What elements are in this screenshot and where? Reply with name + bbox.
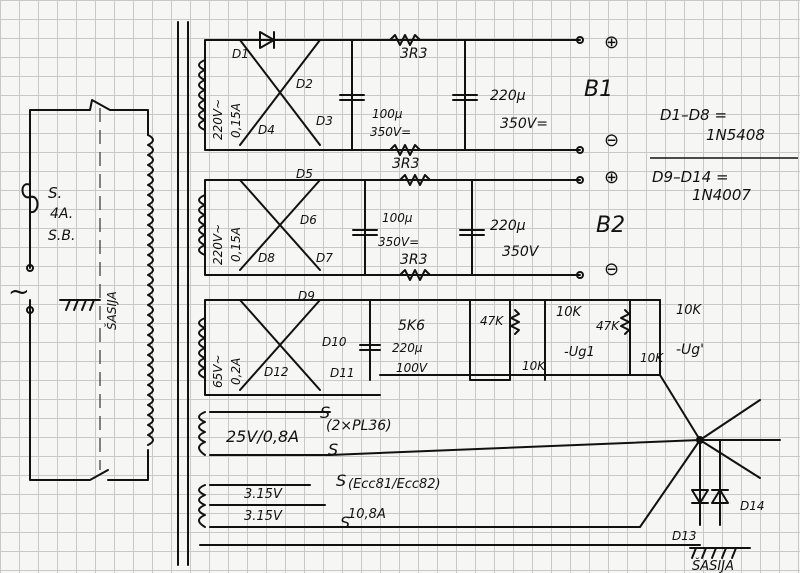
diode-d9-label: D9 <box>298 289 315 303</box>
cap-c1-value: 100µ <box>372 107 403 121</box>
heater-h2-note: (Ecc81/Ecc82) <box>348 477 441 492</box>
b2-plus-terminal: ⊕ <box>604 167 619 188</box>
diode-d8-label: D8 <box>258 251 275 265</box>
supply-b1-label: B1 <box>584 77 613 102</box>
chassis-ground-left <box>59 299 101 311</box>
diode-d13-label: D13 <box>672 529 697 543</box>
cap-c4-voltage: 350V <box>502 244 540 260</box>
diode-d10-label: D10 <box>322 335 347 349</box>
chassis-label-left: ŠASIJA <box>104 291 119 330</box>
cap-c5-voltage: 100V <box>396 361 428 375</box>
diode-d4-label: D4 <box>258 123 275 137</box>
winding-1-current: 0,15A <box>229 103 243 138</box>
heater-h2-rating: 3.15V <box>244 487 283 502</box>
heater-h1-rating: 25V/0,8A <box>226 427 299 446</box>
b1-minus-terminal: ⊖ <box>604 130 619 151</box>
b2-minus-terminal: ⊖ <box>604 259 619 280</box>
chassis-ground-bottom <box>689 547 751 559</box>
fuse-rating: 4A. <box>50 206 73 222</box>
mains-circuit: S. 4A. S.B. ~ ŠASIJA <box>8 99 154 481</box>
cap-c1-voltage: 350V= <box>370 125 411 139</box>
heater-h3-note: 10,8A <box>348 507 386 522</box>
fuse-symbol <box>21 183 39 214</box>
supply-b1: D1 D2 D3 D4 220V~ 0,15A 3R3 100µ 350V= 2… <box>198 31 619 156</box>
note-1-range: D1–D8 = <box>660 106 727 124</box>
heater-h3-rating: 3.15V <box>244 509 283 524</box>
winding-3-current: 0,2A <box>229 358 243 385</box>
resistor-r7-value: 10K <box>676 303 703 318</box>
heater-h1-note: (2×PL36) <box>326 418 392 434</box>
part-notes: D1–D8 = 1N5408 D9–D14 = 1N4007 <box>650 106 798 204</box>
cap-c3-value: 100µ <box>382 211 413 225</box>
diode-d14-label: D14 <box>740 499 765 513</box>
resistor-r4-value: 5K6 <box>398 318 425 334</box>
diode-d5-label: D5 <box>296 167 313 181</box>
note-2-range: D9–D14 = <box>652 168 729 186</box>
cap-c4-value: 220µ <box>490 218 526 234</box>
winding-1-voltage: 220V~ <box>211 99 225 140</box>
resistor-r2-value: 3R3 <box>392 156 420 172</box>
cap-c5-value: 220µ <box>392 341 423 355</box>
supply-b2-label: B2 <box>596 213 625 238</box>
diode-d14-symbol <box>711 489 729 504</box>
diode-d7-label: D7 <box>316 251 333 265</box>
fuse-f4-symbol: S <box>340 513 350 532</box>
winding-3-voltage: 65V~ <box>211 354 225 388</box>
diode-d3-label: D3 <box>316 114 333 128</box>
heater-windings: 25V/0,8A (2×PL36) 3.15V (Ecc81/Ecc82) 3.… <box>198 399 781 573</box>
resistor-r5-value: 10K <box>556 305 583 320</box>
ac-symbol: ~ <box>8 277 30 307</box>
fuse-type: S.B. <box>48 228 75 244</box>
diode-d13-symbol <box>691 489 709 504</box>
cap-c3-voltage: 350V= <box>378 235 419 249</box>
cap-c2-value: 220µ <box>490 88 526 104</box>
pot-2-value: 47K <box>596 319 620 333</box>
diode-d11-label: D11 <box>330 366 355 380</box>
diode-d2-label: D2 <box>296 77 313 91</box>
resistor-r8-value: 10K <box>640 351 664 365</box>
diode-d1-label: D1 <box>232 47 249 61</box>
winding-2-current: 0,15A <box>229 227 243 262</box>
diode-d1-symbol <box>259 31 275 49</box>
pot-1-value: 47K <box>480 314 504 328</box>
b1-plus-terminal: ⊕ <box>604 32 619 53</box>
bias-ug2-label: -Ug' <box>676 342 704 358</box>
note-2-part: 1N4007 <box>692 186 751 204</box>
bias-ug1-label: -Ug1 <box>564 345 595 360</box>
fuse-symbol-label: S. <box>48 184 62 202</box>
note-1-part: 1N5408 <box>706 126 765 144</box>
supply-b2: D5 D6 D7 D8 220V~ 0,15A 3R3 100µ 350V= 2… <box>198 156 625 281</box>
chassis-label-bottom: ŠASIJA <box>692 558 734 573</box>
resistor-r6-value: 10K <box>522 359 546 373</box>
resistor-r3-value: 3R3 <box>400 252 428 268</box>
primary-winding <box>147 134 154 446</box>
cap-c2-voltage: 350V= <box>500 116 548 132</box>
fuse-f2-symbol: S <box>328 440 338 459</box>
resistor-r1-value: 3R3 <box>400 46 428 62</box>
fuse-f3-symbol: S <box>336 471 346 490</box>
diode-d6-label: D6 <box>300 213 317 227</box>
fuse-f1-symbol: S <box>320 403 330 422</box>
bias-supply: D9 D10 D11 D12 65V~ 0,2A 5K6 220µ 100V 4… <box>198 289 704 441</box>
winding-2-voltage: 220V~ <box>211 224 225 265</box>
diode-d12-label: D12 <box>264 365 289 379</box>
